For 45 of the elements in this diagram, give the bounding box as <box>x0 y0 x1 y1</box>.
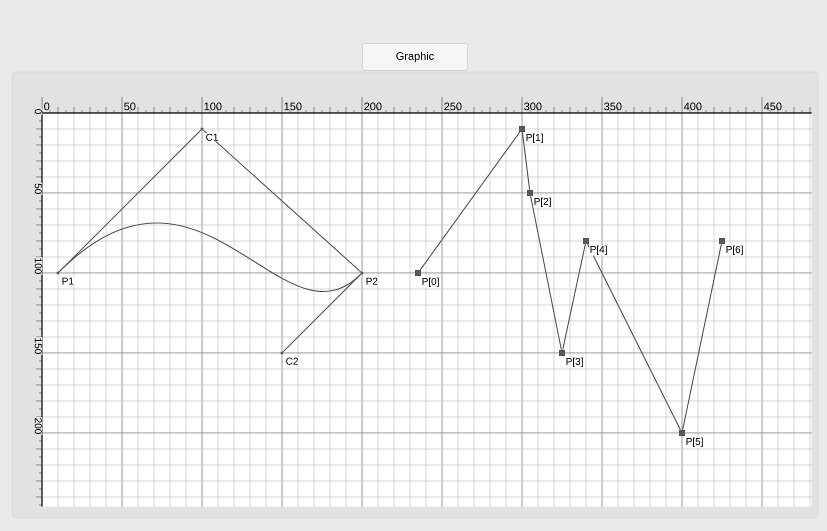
point <box>360 272 364 274</box>
tick-label: 0 <box>44 102 50 110</box>
point-label: C2 <box>285 357 299 366</box>
line <box>682 244 722 430</box>
point-marker <box>559 350 565 356</box>
point-marker <box>527 190 533 196</box>
tick-label: 200 <box>34 417 42 435</box>
point <box>56 272 60 274</box>
tick-label: 400 <box>684 102 702 110</box>
point-label: P[1] <box>525 133 544 144</box>
line <box>522 132 530 190</box>
tick-label: 100 <box>34 257 42 275</box>
point-label: P1 <box>61 277 74 286</box>
line <box>202 130 362 272</box>
line <box>530 196 562 350</box>
tab-button: Graphic <box>362 43 468 71</box>
tick-label: 50 <box>124 102 136 110</box>
point-marker <box>679 430 685 436</box>
point-marker <box>519 126 525 132</box>
tick-label: 350 <box>604 102 622 110</box>
tick-label: 100 <box>204 102 222 110</box>
curve <box>58 222 362 292</box>
point-marker <box>415 270 421 276</box>
tick-label: 200 <box>364 102 382 110</box>
tick-label: 300 <box>524 102 542 110</box>
point-label: P[6] <box>725 245 744 256</box>
point-marker <box>719 238 725 244</box>
tick-label: 50 <box>34 182 42 195</box>
line <box>587 244 681 430</box>
line <box>562 244 586 350</box>
point-label: P2 <box>365 277 378 286</box>
point <box>200 128 204 130</box>
tick-label: 250 <box>444 102 462 110</box>
point-label: P[3] <box>565 357 584 368</box>
point <box>280 352 284 354</box>
point-label: P[5] <box>685 437 704 448</box>
tick-label: 450 <box>764 102 782 110</box>
tick-label: 150 <box>284 102 302 110</box>
line <box>420 132 520 270</box>
point-marker <box>583 238 589 244</box>
point-label: P[2] <box>533 197 552 208</box>
tick-label: 150 <box>34 337 42 355</box>
point-label: C1 <box>205 133 219 142</box>
point-label: P[4] <box>589 245 608 256</box>
point-label: P[0] <box>421 277 440 288</box>
